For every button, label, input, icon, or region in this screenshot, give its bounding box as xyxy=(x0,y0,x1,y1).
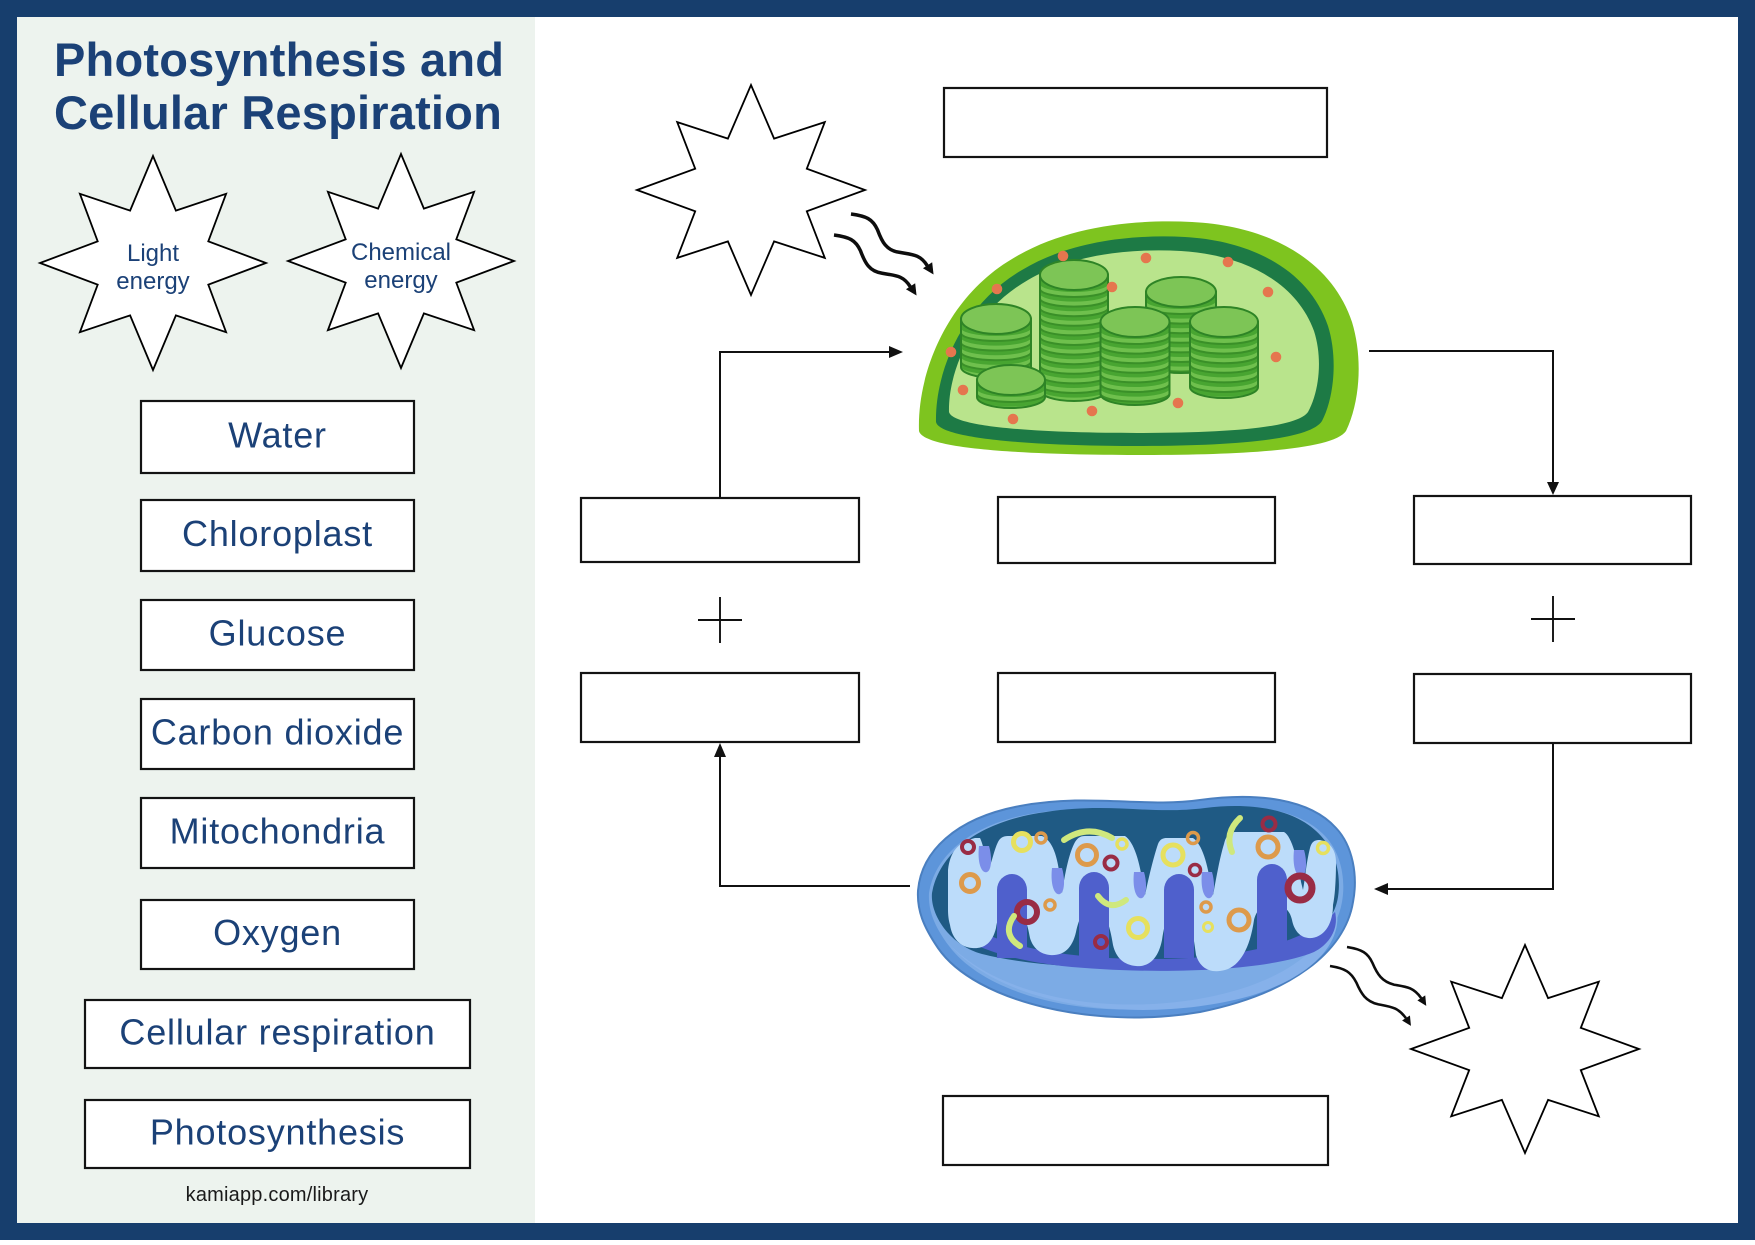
svg-text:energy: energy xyxy=(116,268,189,295)
svg-text:kamiapp.com/library: kamiapp.com/library xyxy=(186,1184,369,1206)
svg-text:energy: energy xyxy=(364,267,437,294)
svg-text:Water: Water xyxy=(228,415,327,456)
svg-text:Carbon dioxide: Carbon dioxide xyxy=(151,712,404,753)
svg-text:Glucose: Glucose xyxy=(209,613,347,654)
svg-text:Chloroplast: Chloroplast xyxy=(182,513,373,554)
svg-text:Mitochondria: Mitochondria xyxy=(170,811,386,852)
svg-text:Cellular respiration: Cellular respiration xyxy=(119,1012,435,1053)
svg-text:Oxygen: Oxygen xyxy=(213,912,342,953)
svg-text:Photosynthesis and: Photosynthesis and xyxy=(54,33,504,86)
svg-text:Chemical: Chemical xyxy=(351,239,451,266)
svg-text:Cellular Respiration: Cellular Respiration xyxy=(54,86,502,139)
svg-text:Light: Light xyxy=(127,240,179,267)
svg-text:Photosynthesis: Photosynthesis xyxy=(150,1112,405,1153)
